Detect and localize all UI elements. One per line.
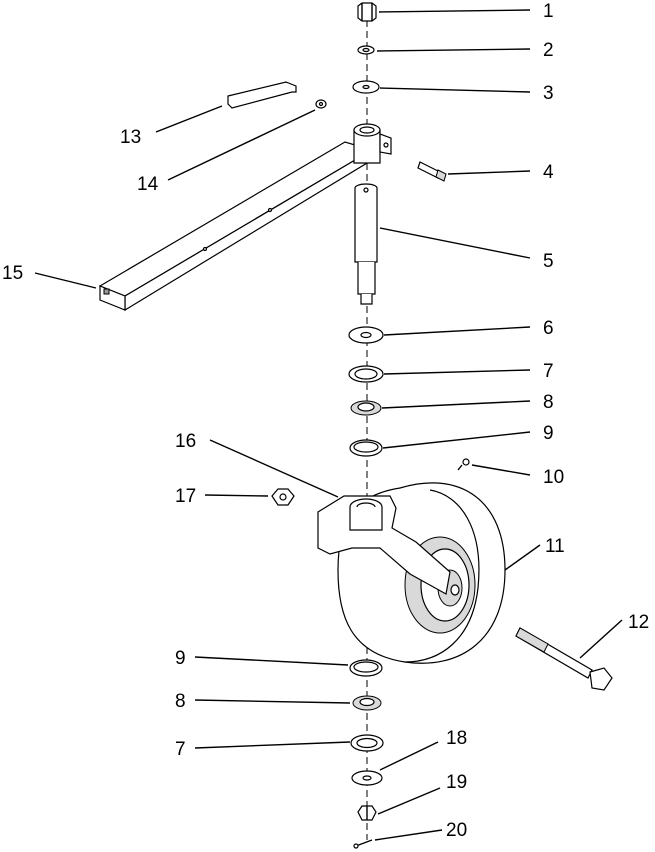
part-8-bearing [350, 400, 382, 416]
part-9-lower-cup [349, 659, 383, 677]
callout-19: 19 [446, 772, 467, 793]
part-3-washer [352, 80, 380, 94]
part-8-lower-bearing [352, 695, 382, 711]
part-7-seal [348, 365, 384, 383]
callout-14: 14 [137, 174, 159, 195]
part-17-nut [271, 488, 295, 506]
callout-18: 18 [446, 728, 467, 749]
callout-8-lower: 8 [175, 691, 186, 712]
callout-13: 13 [120, 127, 141, 148]
callout-2: 2 [543, 40, 554, 61]
part-1-bolt [357, 2, 377, 22]
callout-9: 9 [543, 423, 554, 444]
callout-7: 7 [543, 361, 554, 382]
part-6-washer [348, 326, 384, 344]
leader-lines [34, 9, 623, 841]
callout-6: 6 [543, 318, 554, 339]
part-13-strap [227, 81, 297, 109]
callout-5: 5 [543, 251, 554, 272]
part-10-fitting [457, 458, 470, 471]
callout-17: 17 [175, 486, 196, 507]
part-19-nut [357, 805, 377, 821]
part-18-washer [351, 770, 383, 786]
part-15-arm [98, 141, 374, 312]
callout-7-lower: 7 [175, 739, 186, 760]
callout-20: 20 [446, 820, 467, 841]
arm-hub [353, 123, 392, 164]
callout-3: 3 [543, 83, 554, 104]
part-4-bolt [417, 161, 447, 182]
callout-11: 11 [545, 536, 565, 557]
callout-1: 1 [543, 1, 554, 22]
part-14-washer [315, 99, 327, 109]
callout-15: 15 [2, 263, 23, 284]
callout-12: 12 [628, 612, 649, 633]
part-16-fork [317, 495, 451, 595]
part-7-lower-seal [350, 734, 384, 752]
callout-16: 16 [175, 431, 196, 452]
part-9-cup [349, 439, 383, 457]
callout-4: 4 [543, 162, 554, 183]
part-20-pin [353, 839, 373, 849]
callout-9-lower: 9 [175, 648, 186, 669]
callout-10: 10 [543, 467, 564, 488]
part-12-axle-bolt [515, 627, 613, 691]
callout-8: 8 [543, 392, 554, 413]
part-5-spindle [354, 183, 378, 305]
